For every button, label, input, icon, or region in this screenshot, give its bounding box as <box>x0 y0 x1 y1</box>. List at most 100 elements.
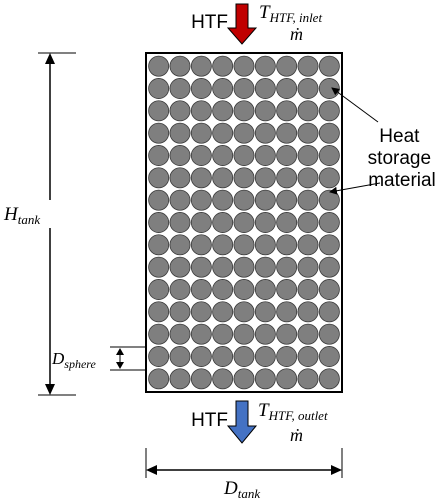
sphere <box>297 279 319 300</box>
sphere <box>254 100 276 122</box>
sphere <box>190 234 212 256</box>
sphere <box>318 256 340 278</box>
sphere <box>318 189 340 211</box>
sphere-diameter-label: Dsphere <box>51 349 97 371</box>
sphere <box>318 346 340 367</box>
sphere <box>190 323 212 345</box>
sphere <box>212 78 234 99</box>
sphere <box>148 55 170 77</box>
sphere <box>148 189 170 211</box>
sphere <box>212 301 234 323</box>
sphere <box>148 301 170 323</box>
sphere <box>297 189 319 211</box>
sphere <box>254 55 276 77</box>
sphere <box>297 122 319 144</box>
tank-height-label: Htank <box>3 204 40 227</box>
sphere <box>148 346 170 367</box>
sphere <box>297 234 319 256</box>
sphere <box>169 55 191 77</box>
sphere <box>276 212 298 233</box>
sphere <box>212 167 234 189</box>
sphere <box>190 368 212 390</box>
sphere <box>169 234 191 256</box>
sphere <box>169 256 191 278</box>
sphere <box>276 234 298 256</box>
sphere <box>190 145 212 166</box>
sphere <box>190 279 212 300</box>
sphere <box>169 301 191 323</box>
tank-height-dimension: Htank <box>3 52 76 396</box>
sphere <box>233 189 255 211</box>
sphere <box>212 122 234 144</box>
sphere <box>297 323 319 345</box>
inlet-arrow-icon <box>226 3 258 45</box>
sphere <box>148 234 170 256</box>
sphere <box>148 368 170 390</box>
sphere <box>254 256 276 278</box>
sphere <box>212 189 234 211</box>
sphere <box>233 145 255 166</box>
sphere <box>169 323 191 345</box>
sphere <box>169 212 191 233</box>
sphere <box>276 323 298 345</box>
sphere <box>318 100 340 122</box>
sphere <box>148 323 170 345</box>
sphere <box>233 212 255 233</box>
sphere <box>318 122 340 144</box>
sphere <box>190 122 212 144</box>
sphere <box>297 368 319 390</box>
sphere <box>169 279 191 300</box>
sphere <box>169 78 191 99</box>
sphere <box>254 189 276 211</box>
outlet-mass-flow-label: ṁ <box>290 425 303 445</box>
sphere <box>254 167 276 189</box>
sphere <box>297 55 319 77</box>
sphere <box>276 167 298 189</box>
sphere <box>318 234 340 256</box>
sphere <box>169 346 191 367</box>
sphere <box>233 323 255 345</box>
sphere <box>190 167 212 189</box>
sphere-diameter-dimension: Dsphere <box>51 346 146 371</box>
sphere <box>169 100 191 122</box>
sphere <box>148 167 170 189</box>
sphere <box>318 167 340 189</box>
sphere <box>254 145 276 166</box>
sphere <box>190 100 212 122</box>
sphere <box>212 212 234 233</box>
sphere <box>233 167 255 189</box>
sphere <box>190 212 212 233</box>
sphere <box>276 256 298 278</box>
sphere <box>148 256 170 278</box>
sphere <box>318 323 340 345</box>
inlet-temperature-label: THTF, inlet <box>259 2 322 25</box>
sphere <box>169 122 191 144</box>
sphere <box>169 145 191 166</box>
sphere <box>148 122 170 144</box>
sphere <box>318 78 340 99</box>
sphere <box>297 256 319 278</box>
sphere <box>212 55 234 77</box>
sphere <box>276 279 298 300</box>
sphere <box>276 368 298 390</box>
outlet-flow: HTF THTF, outlet ṁ <box>191 400 328 445</box>
material-callout: Heat storage material <box>329 87 436 195</box>
sphere <box>297 167 319 189</box>
sphere <box>318 368 340 390</box>
sphere <box>148 145 170 166</box>
inlet-htf-label: HTF <box>191 12 228 33</box>
sphere <box>148 100 170 122</box>
sphere <box>276 145 298 166</box>
sphere <box>212 368 234 390</box>
sphere <box>254 234 276 256</box>
sphere <box>318 212 340 233</box>
sphere <box>148 279 170 300</box>
sphere <box>318 55 340 77</box>
sphere <box>233 279 255 300</box>
sphere <box>233 368 255 390</box>
sphere <box>276 346 298 367</box>
sphere <box>190 301 212 323</box>
sphere <box>233 55 255 77</box>
sphere <box>169 167 191 189</box>
sphere <box>212 256 234 278</box>
